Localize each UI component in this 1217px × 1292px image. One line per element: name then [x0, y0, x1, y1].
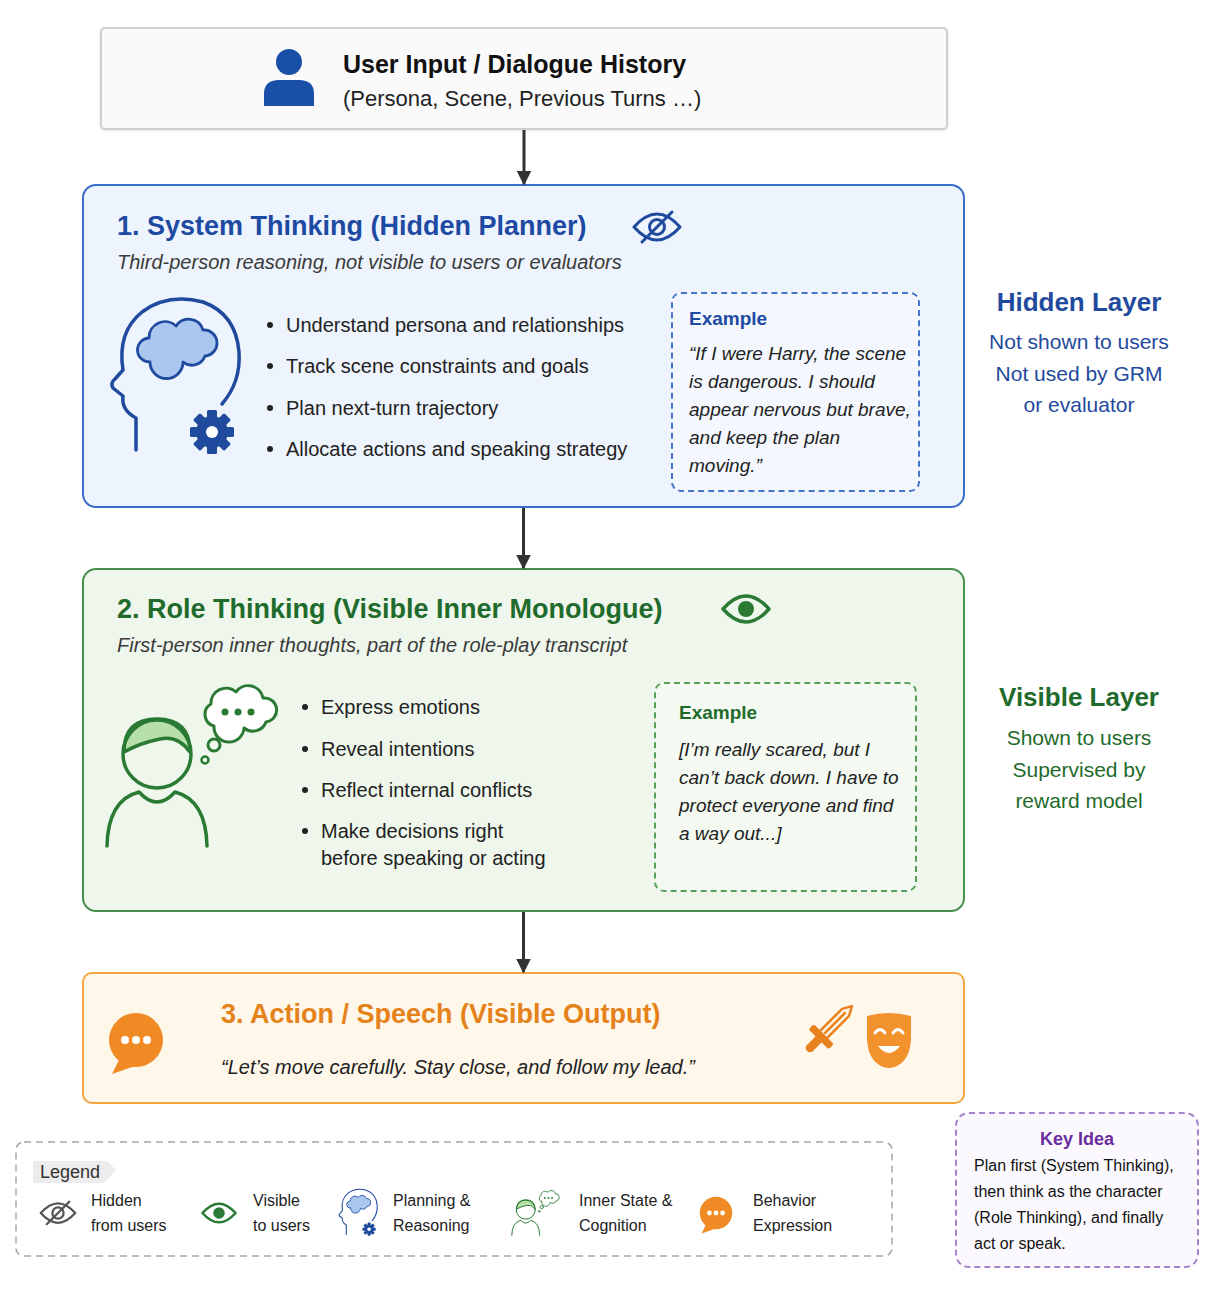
note-heading: Key Idea	[957, 1128, 1197, 1150]
stage-subtitle: Third-person reasoning, not visible to u…	[117, 249, 737, 275]
flow-arrow	[523, 130, 526, 184]
stage-box: 2. Role Thinking (Visible Inner Monologu…	[82, 568, 965, 912]
note-box: Key IdeaPlan first (System Thinking), th…	[955, 1112, 1199, 1268]
bullet-item: Track scene constraints and goals	[286, 353, 666, 379]
example-box: Example [I’m really scared, but I can’t b…	[654, 682, 917, 892]
example-text: [I’m really scared, but I can’t back dow…	[679, 736, 901, 848]
speech-text: “Let’s move carefully. Stay close, and f…	[221, 1054, 921, 1080]
legend-behavior-icon	[700, 1197, 732, 1234]
legend-label: Behavior Expression	[753, 1188, 838, 1238]
example-text: “If I were Harry, the scene is dangerous…	[689, 340, 915, 480]
legend-inner-state-icon	[512, 1191, 559, 1236]
stage-title: 2. Role Thinking (Visible Inner Monologu…	[117, 592, 757, 626]
note-text: Plan first (System Thinking), then think…	[974, 1153, 1186, 1257]
bullet-item: Understand persona and relationships	[286, 312, 666, 338]
legend-visible-icon	[202, 1204, 235, 1223]
legend-hidden-icon	[41, 1202, 76, 1225]
example-heading: Example	[689, 307, 889, 331]
legend-title: Legend	[40, 1161, 120, 1183]
input-box: User Input / Dialogue History (Persona, S…	[100, 27, 948, 130]
flow-arrow	[522, 508, 525, 568]
stage-title: 1. System Thinking (Hidden Planner)	[117, 209, 677, 243]
bullet-item: Allocate actions and speaking strategy	[286, 436, 666, 462]
layer-note: Not shown to users Not used by GRM or ev…	[986, 326, 1172, 421]
legend-label: Visible to users	[253, 1188, 313, 1238]
bullet-item: Express emotions	[321, 694, 556, 720]
example-box: Example “If I were Harry, the scene is da…	[671, 292, 920, 492]
layer-title: Hidden Layer	[969, 286, 1189, 318]
bullet-item: Plan next-turn trajectory	[286, 395, 666, 421]
stage-title: 3. Action / Speech (Visible Output)	[221, 997, 781, 1031]
flow-arrow	[522, 912, 525, 972]
example-heading: Example	[679, 701, 879, 725]
legend-label: Hidden from users	[91, 1188, 171, 1238]
stage-box: 1. System Thinking (Hidden Planner) Third…	[82, 184, 965, 508]
output-box: 3. Action / Speech (Visible Output) “Let’…	[82, 972, 965, 1104]
box-title: User Input / Dialogue History	[343, 49, 923, 79]
layer-note: Shown to users Supervised by reward mode…	[986, 722, 1172, 817]
bullet-item: Make decisions right before speaking or …	[321, 818, 556, 872]
legend-label: Planning & Reasoning	[393, 1188, 475, 1238]
bullet-item: Reflect internal conflicts	[321, 777, 556, 803]
layer-title: Visible Layer	[969, 681, 1189, 713]
legend-frame	[16, 1142, 892, 1256]
legend-planning-icon	[339, 1189, 377, 1235]
stage-subtitle: First-person inner thoughts, part of the…	[117, 632, 737, 658]
legend-frame	[16, 1142, 892, 1256]
bullet-item: Reveal intentions	[321, 736, 556, 762]
box-subtitle: (Persona, Scene, Previous Turns …)	[343, 85, 923, 113]
legend-label: Inner State & Cognition	[579, 1188, 679, 1238]
